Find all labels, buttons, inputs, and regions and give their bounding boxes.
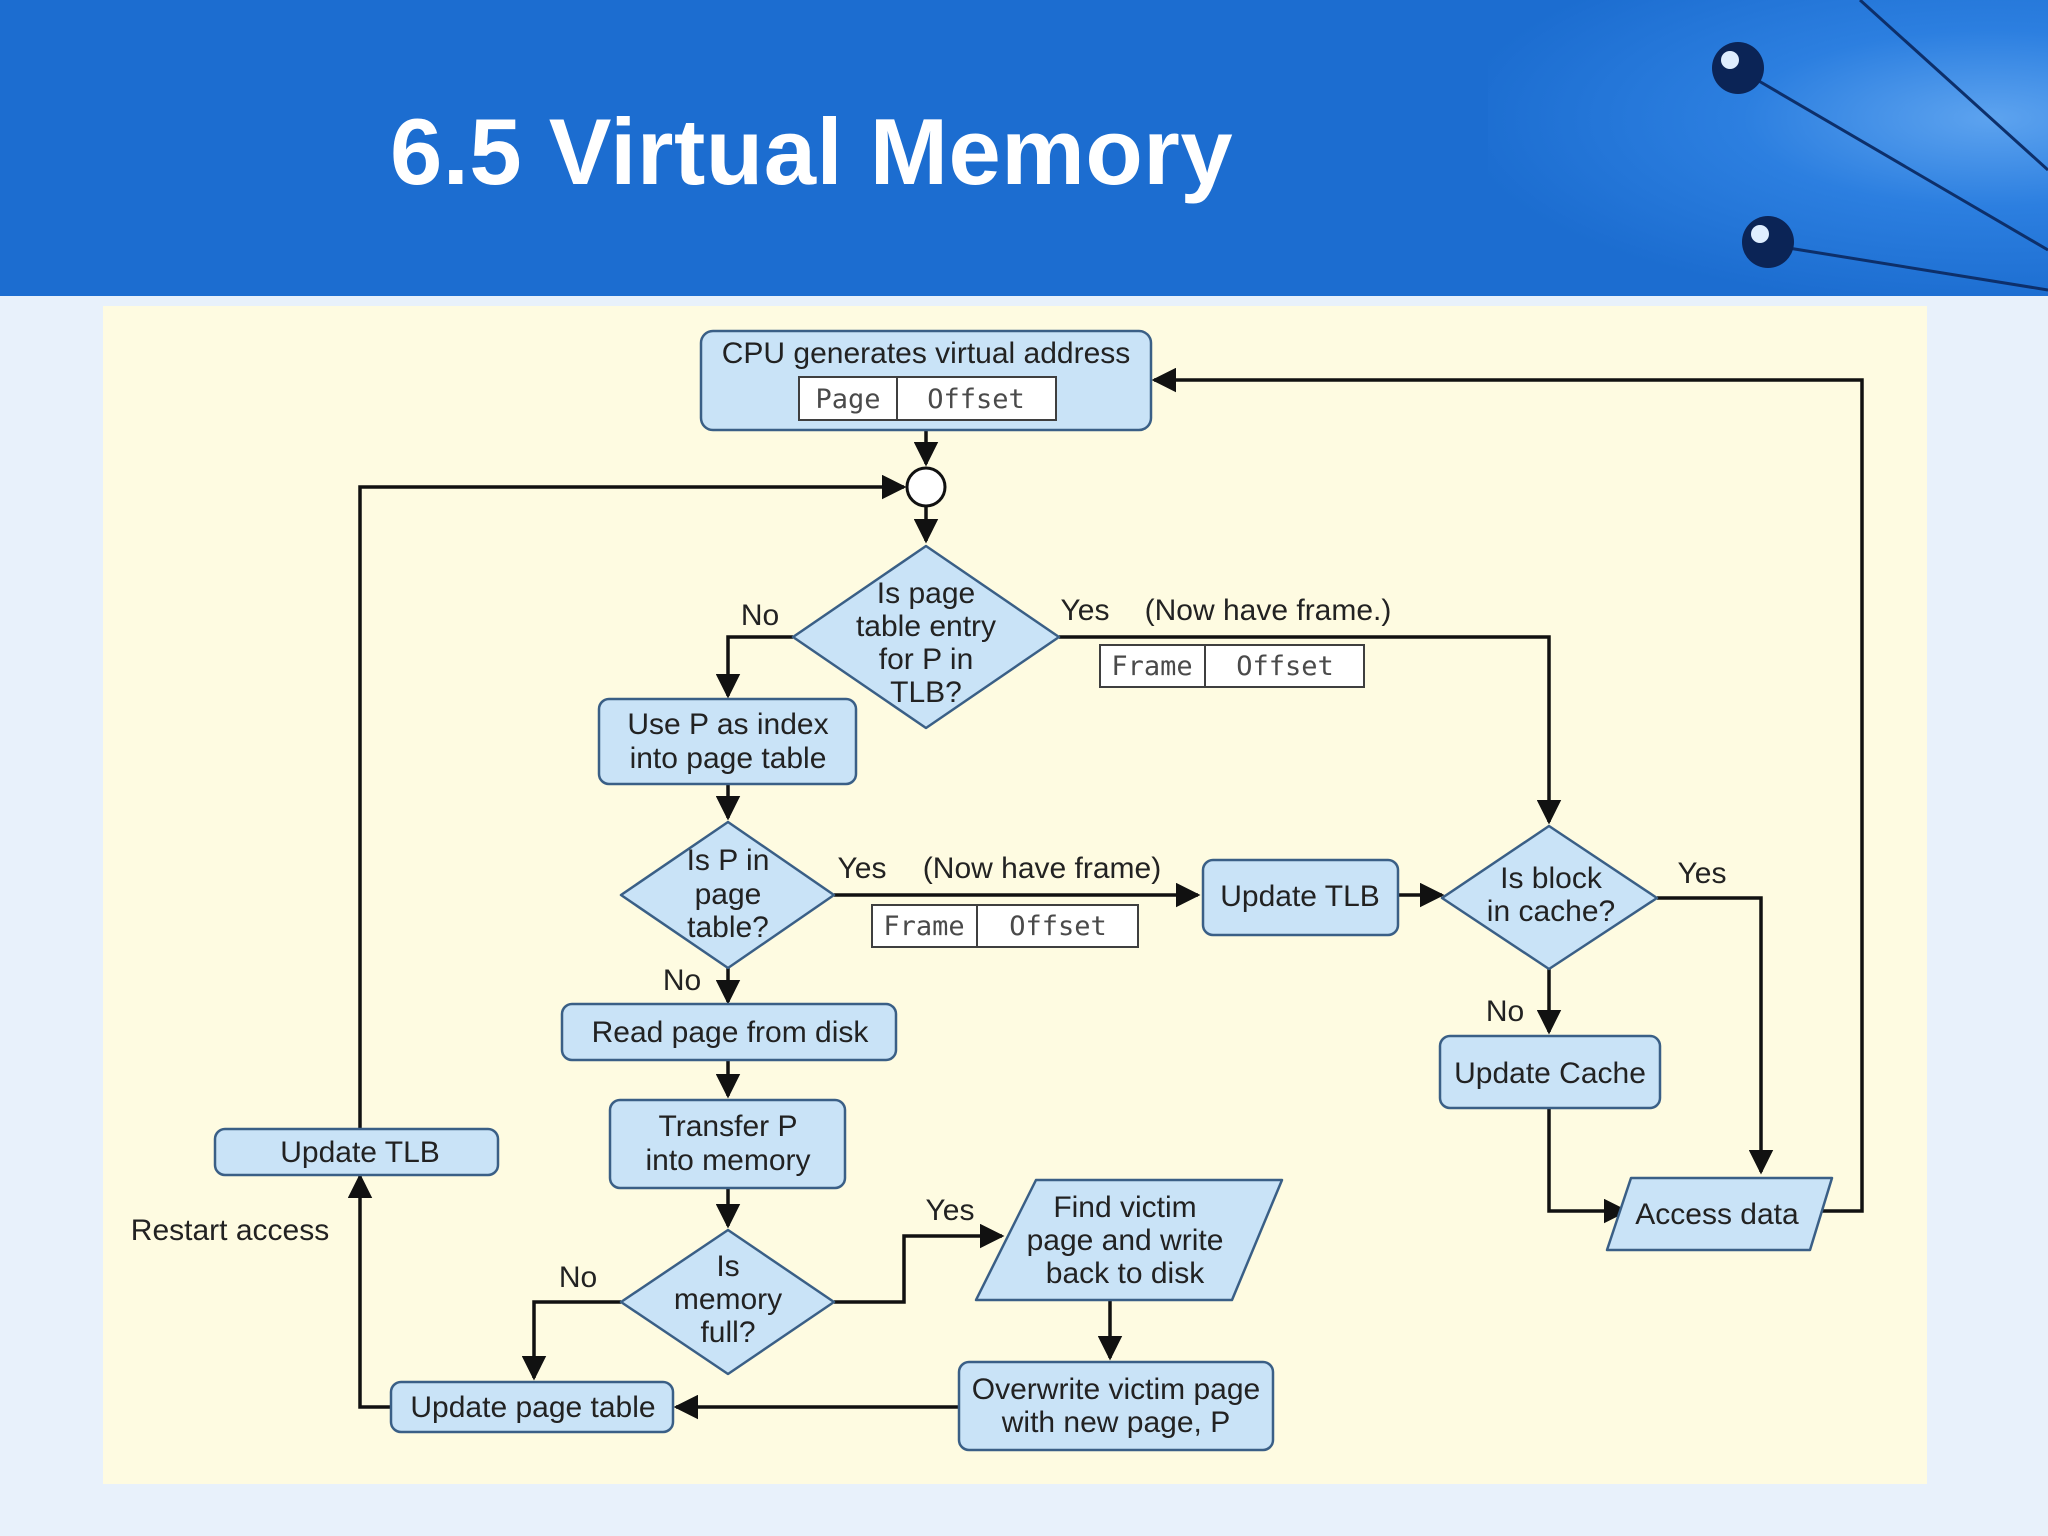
pt-decision-line-3: table? xyxy=(687,911,769,944)
victim-line-1: Find victim xyxy=(1053,1191,1196,1224)
cache-yes-label: Yes xyxy=(1678,857,1727,890)
arrow-restart-to-junction xyxy=(358,474,907,1128)
overwrite-line-1: Overwrite victim page xyxy=(972,1373,1260,1406)
use-p-line-2: into page table xyxy=(630,742,827,775)
victim-line-2: page and write xyxy=(1027,1224,1224,1257)
page-table-decision: Is P in page table? xyxy=(619,820,836,970)
tlb-decision: Is page table entry for P in TLB? xyxy=(791,544,1061,730)
mem-no-label: No xyxy=(559,1261,597,1294)
connectors xyxy=(347,367,1864,1420)
pt-field-frame: Frame xyxy=(883,911,964,942)
access-data-node: Access data xyxy=(1605,1176,1834,1252)
pins-decoration xyxy=(1712,0,2048,292)
victim-line-3: back to disk xyxy=(1046,1257,1205,1290)
pt-frame-offset-fields: Frame Offset xyxy=(871,904,1139,948)
arrow-mem-no xyxy=(521,1300,621,1381)
update-tlb-mid-label: Update TLB xyxy=(1220,880,1380,913)
pt-yes-note: (Now have frame) xyxy=(923,852,1161,885)
mem-decision-line-1: Is xyxy=(716,1250,739,1283)
pt-decision-line-2: page xyxy=(695,878,762,911)
update-tlb-left-node: Update TLB xyxy=(213,1127,500,1177)
use-p-line-1: Use P as index xyxy=(627,708,828,741)
mem-decision-line-3: full? xyxy=(700,1316,755,1349)
pt-yes-label: Yes xyxy=(838,852,887,885)
arrow-updatept-to-updatetlb xyxy=(347,1173,391,1409)
update-tlb-left-label: Update TLB xyxy=(280,1136,440,1169)
read-disk-label: Read page from disk xyxy=(592,1016,870,1049)
overwrite-line-2: with new page, P xyxy=(1001,1406,1230,1439)
mem-yes-label: Yes xyxy=(926,1194,975,1227)
arrow-cache-yes xyxy=(1657,896,1774,1175)
transfer-line-1: Transfer P xyxy=(659,1110,798,1143)
pt-decision-line-1: Is P in xyxy=(687,844,770,877)
pt-field-offset: Offset xyxy=(1009,911,1107,942)
access-data-label: Access data xyxy=(1635,1198,1799,1231)
cache-decision-line-1: Is block xyxy=(1500,862,1603,895)
tlb-decision-line-3: for P in xyxy=(879,643,974,676)
title-banner: 6.5 Virtual Memory xyxy=(0,0,2048,296)
cpu-field-page: Page xyxy=(815,384,880,415)
update-cache-node: Update Cache xyxy=(1438,1034,1662,1110)
arrow-access-to-cpu xyxy=(1151,367,1864,1213)
read-disk-node: Read page from disk xyxy=(560,1002,898,1062)
arrow-tlb-yes xyxy=(1059,635,1562,825)
cpu-node: CPU generates virtual address Page Offse… xyxy=(699,329,1153,432)
cache-decision-line-2: in cache? xyxy=(1487,895,1615,928)
tlb-decision-line-2: table entry xyxy=(856,610,996,643)
tlb-no-label: No xyxy=(741,599,779,632)
cache-no-label: No xyxy=(1486,995,1524,1028)
cpu-field-offset: Offset xyxy=(927,384,1025,415)
arrow-mem-yes xyxy=(834,1223,1005,1304)
update-cache-label: Update Cache xyxy=(1454,1057,1646,1090)
update-pt-label: Update page table xyxy=(410,1391,655,1424)
cpu-node-label: CPU generates virtual address xyxy=(722,337,1131,370)
overwrite-node: Overwrite victim page with new page, P xyxy=(957,1360,1275,1452)
pt-no-label: No xyxy=(663,964,701,997)
junction-circle xyxy=(905,466,947,508)
arrow-tlb-no xyxy=(715,635,793,699)
update-tlb-mid-node: Update TLB xyxy=(1201,858,1400,937)
mem-decision-line-2: memory xyxy=(674,1283,782,1316)
tlb-field-offset: Offset xyxy=(1236,651,1334,682)
tlb-frame-offset-fields: Frame Offset xyxy=(1099,644,1365,688)
restart-access-label: Restart access xyxy=(131,1214,329,1247)
cache-decision: Is block in cache? xyxy=(1440,824,1659,971)
find-victim-node: Find victim page and write back to disk xyxy=(974,1178,1284,1302)
update-page-table-node: Update page table xyxy=(389,1380,675,1434)
tlb-yes-label: Yes xyxy=(1061,594,1110,627)
use-p-node: Use P as index into page table xyxy=(597,697,858,786)
transfer-line-2: into memory xyxy=(645,1144,810,1177)
tlb-decision-line-4: TLB? xyxy=(890,676,962,709)
tlb-field-frame: Frame xyxy=(1111,651,1192,682)
tlb-yes-note: (Now have frame.) xyxy=(1145,594,1392,627)
transfer-node: Transfer P into memory xyxy=(608,1098,847,1190)
slide-title: 6.5 Virtual Memory xyxy=(390,99,1234,204)
arrow-updatecache-to-access xyxy=(1547,1108,1629,1224)
memory-full-decision: Is memory full? xyxy=(619,1228,836,1376)
tlb-decision-line-1: Is page xyxy=(877,577,975,610)
